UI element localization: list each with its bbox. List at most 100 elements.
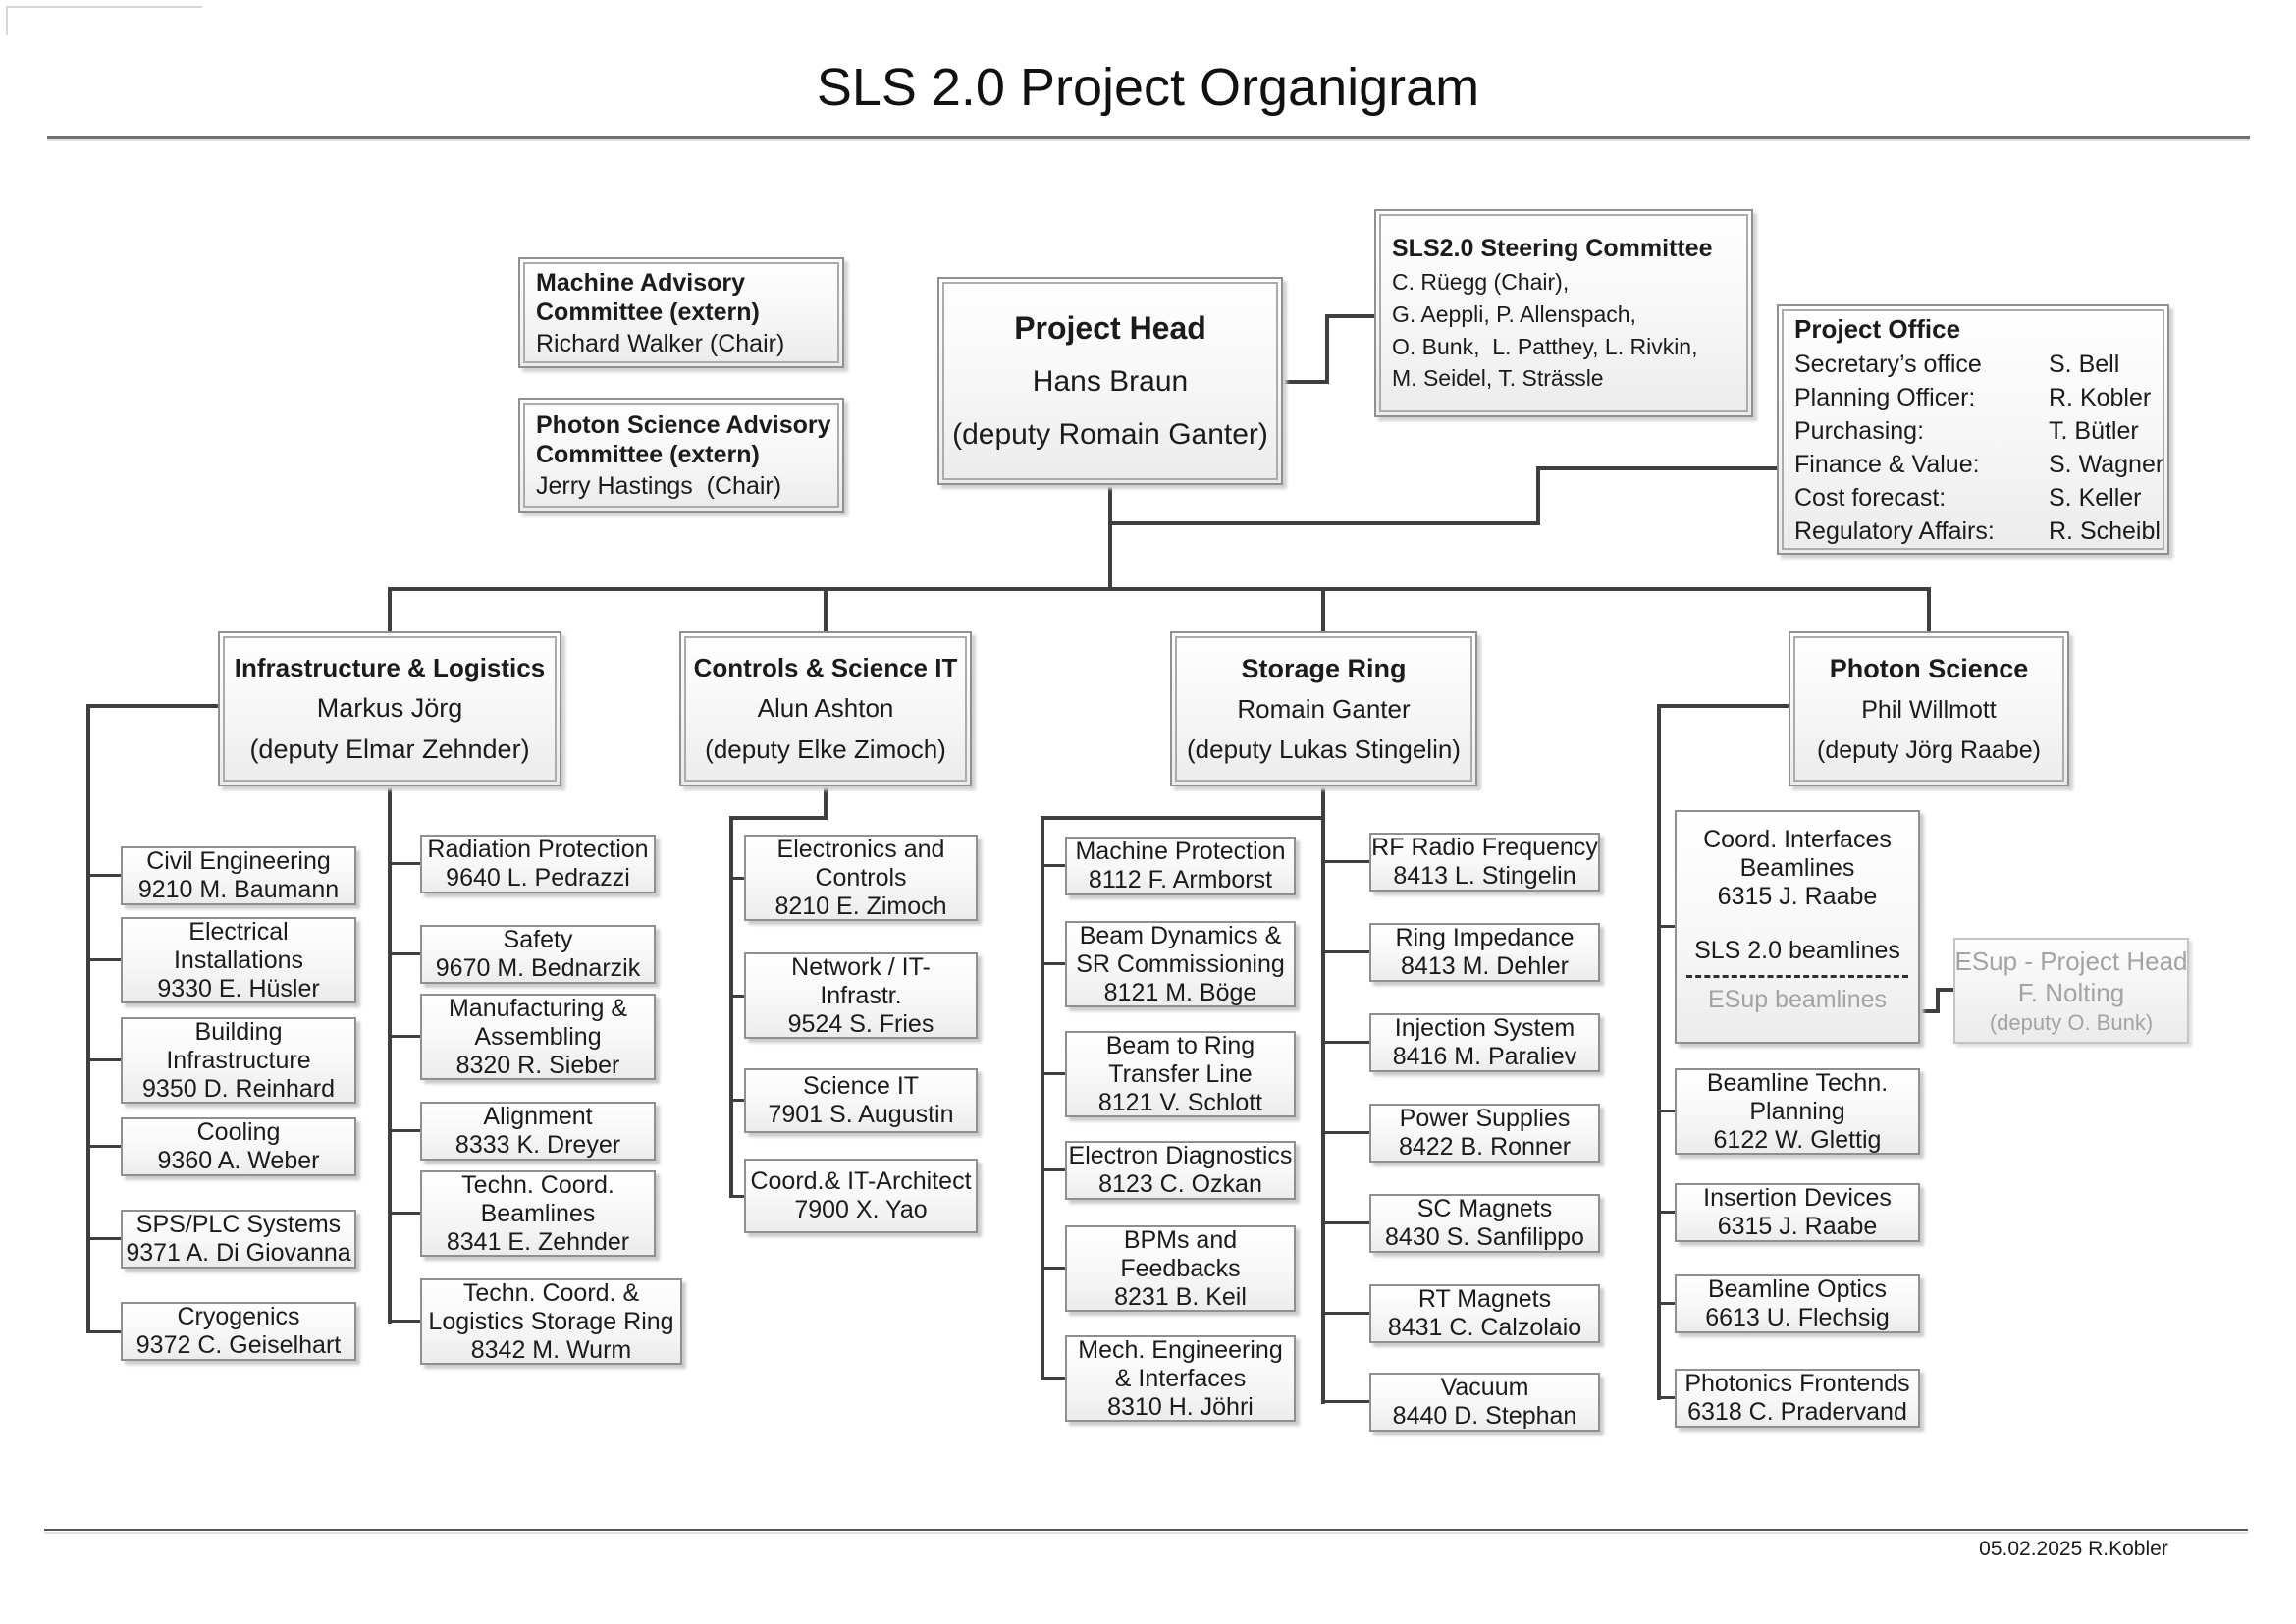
division-deputy: (deputy Lukas Stingelin) bbox=[1187, 733, 1461, 764]
group-label: Coord.& IT-Architect 7900 X. Yao bbox=[750, 1167, 972, 1223]
division-title: Storage Ring bbox=[1241, 653, 1407, 683]
connector bbox=[390, 862, 420, 865]
box-steering-committee: SLS2.0 Steering Committee C. Rüegg (Chai… bbox=[1374, 209, 1753, 417]
title-divider-shadow bbox=[47, 139, 2250, 141]
connector bbox=[1936, 988, 1940, 1013]
group-label: SPS/PLC Systems 9371 A. Di Giovanna bbox=[126, 1211, 351, 1267]
box-civil-engineering: Civil Engineering 9210 M. Baumann bbox=[121, 846, 356, 905]
box-mech-engineering-interfaces: Mech. Engineering & Interfaces 8310 H. J… bbox=[1065, 1335, 1296, 1422]
group-label: Electrical Installations 9330 E. Hüsler bbox=[157, 917, 320, 1002]
connector bbox=[1321, 587, 1325, 633]
group-label: Photonics Frontends 6318 C. Pradervand bbox=[1684, 1370, 1910, 1426]
box-storage-ring: Storage Ring Romain Ganter (deputy Lukas… bbox=[1170, 631, 1477, 786]
steering-members: C. Rüegg (Chair), G. Aeppli, P. Allenspa… bbox=[1392, 269, 1698, 392]
po-role-person: R. Kobler bbox=[2049, 383, 2152, 411]
box-beam-dynamics-sr-commissioning: Beam Dynamics & SR Commissioning 8121 M.… bbox=[1065, 921, 1296, 1007]
box-building-infrastructure: Building Infrastructure 9350 D. Reinhard bbox=[121, 1017, 356, 1104]
group-label: Building Infrastructure 9350 D. Reinhard bbox=[142, 1017, 335, 1103]
connector bbox=[86, 874, 123, 877]
connector bbox=[1659, 1110, 1677, 1112]
project-office-title: Project Office bbox=[1794, 314, 1961, 345]
box-techn-coord-beamlines: Techn. Coord. Beamlines 8341 E. Zehnder bbox=[420, 1170, 656, 1257]
group-label: Science IT 7901 S. Augustin bbox=[768, 1072, 954, 1128]
connector bbox=[1536, 466, 1540, 525]
division-head: Romain Ganter bbox=[1237, 693, 1411, 724]
steering-title: SLS2.0 Steering Committee bbox=[1392, 234, 1713, 262]
group-label: Radiation Protection 9640 L. Pedrazzi bbox=[427, 836, 649, 892]
connector bbox=[1042, 962, 1065, 965]
group-label: Beamline Optics 6613 U. Flechsig bbox=[1705, 1275, 1890, 1331]
po-role-label: Secretary’s office bbox=[1794, 350, 1982, 378]
box-sps-plc-systems: SPS/PLC Systems 9371 A. Di Giovanna bbox=[121, 1210, 356, 1269]
project-head-name: Hans Braun bbox=[1032, 365, 1189, 399]
group-label: Electron Diagnostics 8123 C. Ozkan bbox=[1068, 1142, 1293, 1198]
connector bbox=[390, 952, 420, 955]
group-label: RF Radio Frequency 8413 L. Stingelin bbox=[1371, 834, 1598, 890]
connector bbox=[1042, 864, 1065, 867]
connector bbox=[86, 1330, 123, 1333]
division-title: Infrastructure & Logistics bbox=[234, 652, 546, 682]
esup-name: F. Nolting bbox=[2017, 978, 2125, 1008]
page-title: SLS 2.0 Project Organigram bbox=[816, 58, 1480, 117]
group-label: Cryogenics 9372 C. Geiselhart bbox=[135, 1303, 342, 1359]
group-label: BPMs and Feedbacks 8231 B. Keil bbox=[1114, 1225, 1247, 1311]
connector bbox=[1659, 1396, 1677, 1399]
box-machine-protection: Machine Protection 8112 F. Armborst bbox=[1065, 837, 1296, 895]
box-science-it: Science IT 7901 S. Augustin bbox=[744, 1068, 978, 1133]
box-machine-advisory-committee: Machine Advisory Committee (extern) Rich… bbox=[518, 257, 844, 368]
box-photon-science: Photon Science Phil Willmott (deputy Jör… bbox=[1789, 631, 2069, 786]
group-label: Network / IT- Infrastr. 9524 S. Fries bbox=[787, 952, 934, 1038]
box-beamline-techn-planning: Beamline Techn. Planning 6122 W. Glettig bbox=[1675, 1068, 1920, 1155]
po-role-label: Planning Officer: bbox=[1794, 383, 1976, 411]
connector bbox=[1325, 950, 1369, 953]
box-beamline-optics: Beamline Optics 6613 U. Flechsig bbox=[1675, 1274, 1920, 1333]
po-role-person: R. Scheibl bbox=[2049, 516, 2161, 545]
group-label: Cooling 9360 A. Weber bbox=[157, 1118, 320, 1174]
title-divider bbox=[47, 136, 2250, 139]
group-label: Beamline Techn. Planning 6122 W. Glettig bbox=[1706, 1068, 1889, 1154]
box-safety: Safety 9670 M. Bednarzik bbox=[420, 925, 656, 984]
group-label: Vacuum 8440 D. Stephan bbox=[1392, 1374, 1577, 1430]
committee-chair: Jerry Hastings (Chair) bbox=[536, 471, 782, 500]
po-role-label: Finance & Value: bbox=[1794, 450, 1980, 478]
connector bbox=[390, 1035, 420, 1038]
group-label: RT Magnets 8431 C. Calzolaio bbox=[1387, 1285, 1582, 1341]
box-coord-interfaces-beamlines: Coord. Interfaces Beamlines 6315 J. Raab… bbox=[1675, 810, 1920, 1044]
division-head: Phil Willmott bbox=[1861, 696, 1997, 725]
po-role-person: S. Keller bbox=[2049, 483, 2142, 512]
connector bbox=[731, 1099, 746, 1102]
box-beam-to-ring-transfer-line: Beam to Ring Transfer Line 8121 V. Schlo… bbox=[1065, 1031, 1296, 1117]
connector bbox=[1325, 860, 1369, 863]
connector bbox=[1041, 816, 1323, 820]
po-role-label: Regulatory Affairs: bbox=[1794, 516, 1995, 545]
group-label: Insertion Devices 6315 J. Raabe bbox=[1703, 1184, 1892, 1240]
box-radiation-protection: Radiation Protection 9640 L. Pedrazzi bbox=[420, 835, 656, 893]
box-infrastructure-logistics: Infrastructure & Logistics Markus Jörg (… bbox=[218, 631, 561, 786]
box-power-supplies: Power Supplies 8422 B. Ronner bbox=[1369, 1104, 1600, 1163]
committee-title: Photon Science Advisory Committee (exter… bbox=[536, 410, 831, 468]
connector bbox=[1108, 521, 1540, 525]
connector bbox=[1325, 314, 1329, 384]
po-role-person: S. Wagner bbox=[2049, 450, 2164, 478]
connector bbox=[1659, 925, 1677, 928]
group-label: Power Supplies 8422 B. Ronner bbox=[1398, 1105, 1572, 1161]
dashed-divider bbox=[1685, 975, 1909, 978]
box-photonics-frontends: Photonics Frontends 6318 C. Pradervand bbox=[1675, 1369, 1920, 1428]
connector bbox=[390, 1129, 420, 1132]
po-role-label: Purchasing: bbox=[1794, 416, 1925, 445]
connector bbox=[1042, 1377, 1065, 1380]
box-vacuum: Vacuum 8440 D. Stephan bbox=[1369, 1373, 1600, 1432]
box-rf-radio-frequency: RF Radio Frequency 8413 L. Stingelin bbox=[1369, 833, 1600, 892]
esup-deputy: (deputy O. Bunk) bbox=[1989, 1009, 2154, 1035]
box-sc-magnets: SC Magnets 8430 S. Sanfilippo bbox=[1369, 1194, 1600, 1253]
connector bbox=[1536, 466, 1777, 470]
box-electronics-and-controls: Electronics and Controls 8210 E. Zimoch bbox=[744, 835, 978, 921]
footer-note: 05.02.2025 R.Kobler bbox=[1979, 1538, 2168, 1560]
connector bbox=[86, 704, 90, 1333]
esup-beamlines-label: ESup beamlines bbox=[1707, 986, 1888, 1013]
connector bbox=[731, 877, 746, 880]
box-bpms-and-feedbacks: BPMs and Feedbacks 8231 B. Keil bbox=[1065, 1225, 1296, 1312]
box-manufacturing-assembling: Manufacturing & Assembling 8320 R. Siebe… bbox=[420, 994, 656, 1080]
connector bbox=[390, 1212, 420, 1215]
